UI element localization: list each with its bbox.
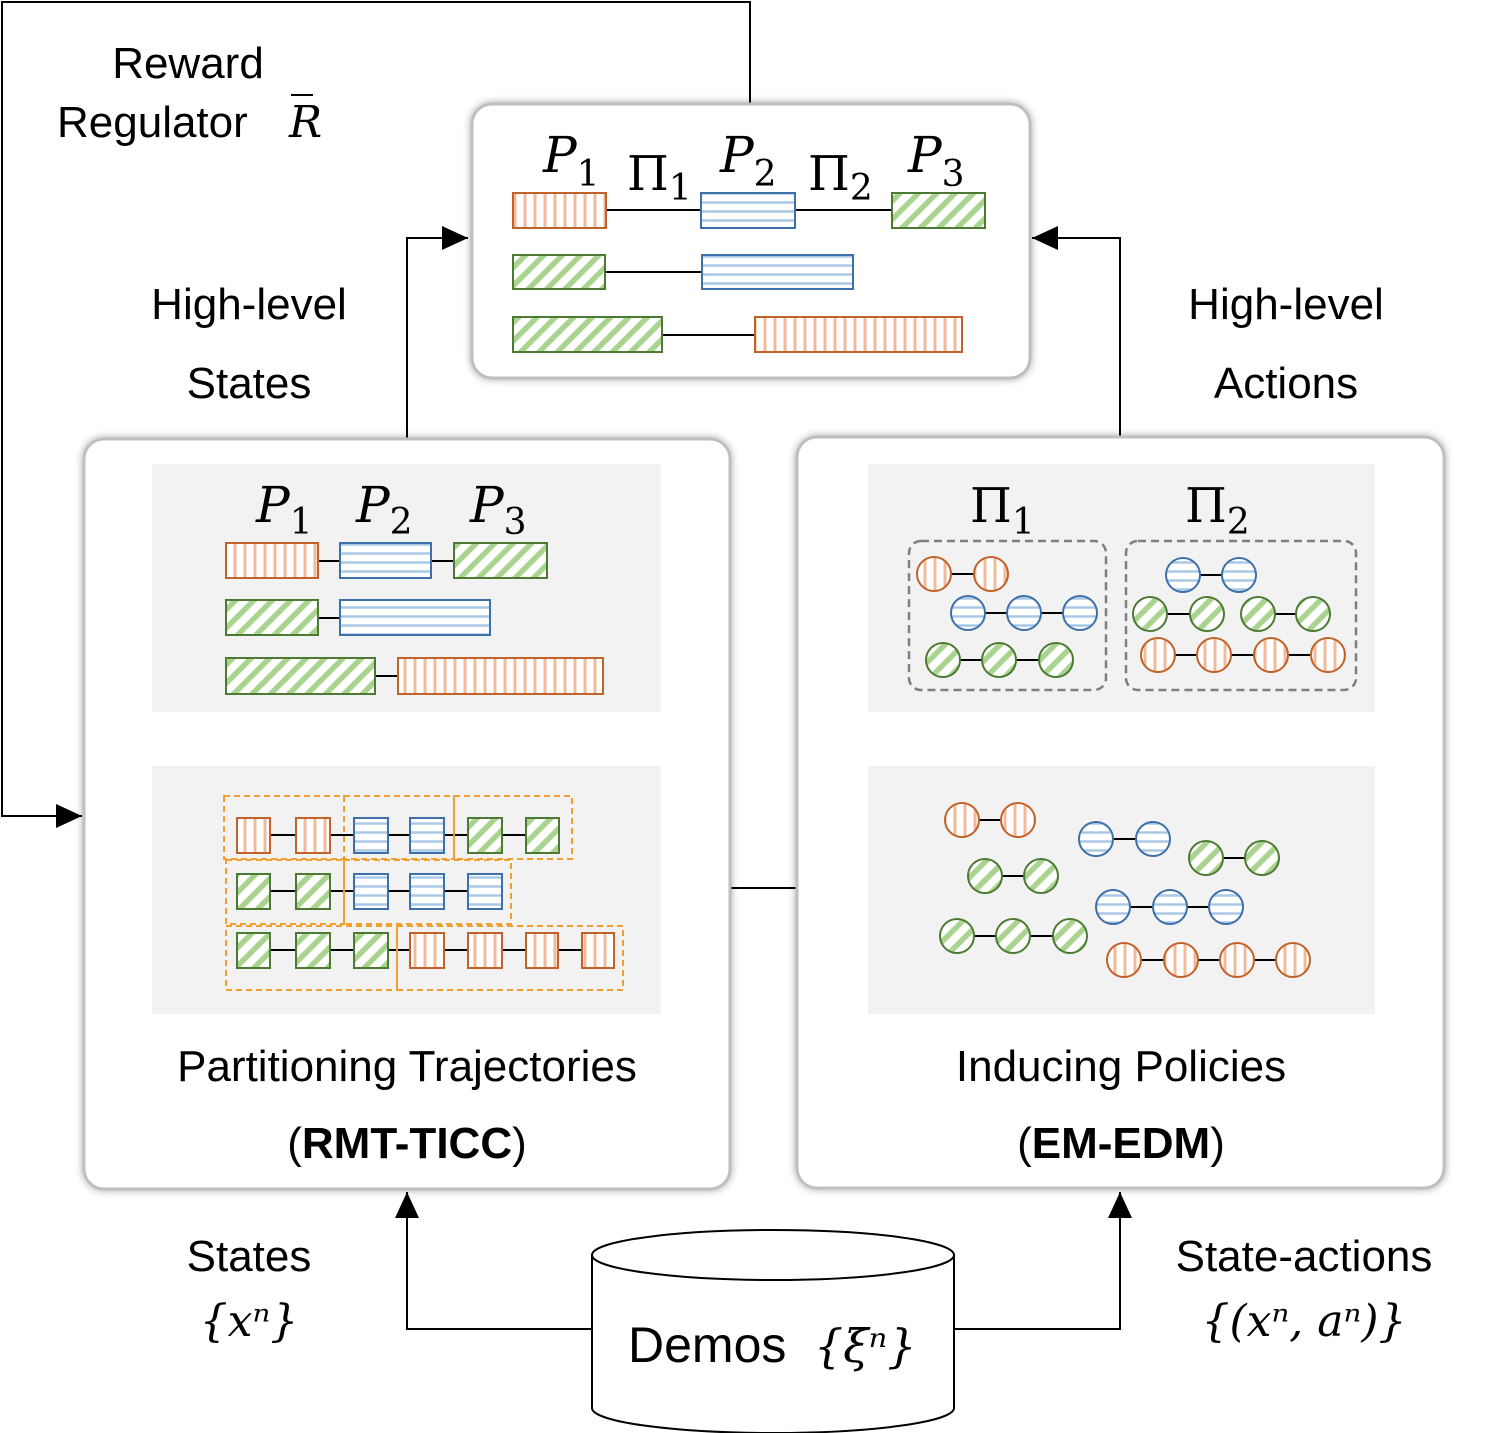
top-pi1-label: Π1 [627, 146, 692, 209]
top-p3-label: P3 [907, 126, 965, 195]
left-seg-r3-p3 [225, 657, 376, 695]
hl-actions-line2: Actions [1214, 359, 1358, 408]
hl-actions-line1: High-level [1188, 280, 1384, 329]
hl-actions-arrow [1032, 226, 1121, 436]
trajectories [223, 795, 624, 991]
inducing-title: Inducing Policies [956, 1042, 1286, 1091]
states-math: {xⁿ} [200, 1296, 299, 1347]
top-p2-label: P2 [719, 126, 777, 195]
reward-label-line1: Reward [112, 39, 264, 88]
top-seg-p1 [512, 192, 607, 229]
reward-loop-line [1, 1, 751, 817]
left-p1-label: P1 [255, 476, 313, 543]
demos-cylinder: Demos {ξⁿ} [591, 1229, 955, 1433]
right-pi2-label: Π2 [1185, 478, 1250, 543]
hl-states-line2: States [187, 359, 312, 408]
top-p1-label: P1 [542, 126, 600, 195]
reward-label-line2: Regulator [57, 98, 248, 147]
pi2-cluster [1124, 539, 1358, 692]
right-pi1-label: Π1 [970, 478, 1035, 543]
partition-title: Partitioning Trajectories [177, 1042, 637, 1091]
reward-symbol: R [288, 94, 322, 148]
left-seg-p3 [453, 542, 548, 579]
hl-states-line1: High-level [151, 280, 347, 329]
stateactions-label: State-actions [1176, 1232, 1433, 1281]
top-seg-r3-p3 [512, 316, 663, 353]
left-seg-p2 [339, 542, 432, 579]
top-seg-r2-p3 [512, 254, 606, 290]
partition-box: P1 P2 P3 [82, 437, 732, 1191]
inducing-method: (EM-EDM) [1017, 1119, 1225, 1168]
demos-to-stateactions-arrow [954, 1192, 1132, 1330]
hl-states-arrow [406, 226, 468, 438]
left-p2-label: P2 [355, 476, 413, 543]
top-seg-p3 [891, 192, 986, 229]
demos-to-states-arrow [395, 1192, 592, 1330]
left-seg-r3-p1 [397, 657, 604, 695]
pi1-cluster [907, 539, 1108, 692]
top-seg-r2-p2 [701, 254, 854, 290]
inducing-box: Π1 Π2 [795, 435, 1446, 1190]
demos-math: {ξⁿ} [814, 1319, 917, 1373]
demos-label: Demos [628, 1317, 786, 1373]
top-phase-box: P1 Π1 P2 Π2 P3 [470, 102, 1032, 380]
left-seg-r2-p3 [225, 599, 319, 636]
partition-method: (RMT-TICC) [287, 1119, 527, 1168]
top-seg-p2 [700, 192, 796, 229]
stateactions-math: {(xⁿ, aⁿ)} [1201, 1296, 1406, 1347]
left-seg-p1 [225, 542, 319, 579]
left-p3-label: P3 [469, 476, 527, 543]
top-seg-r3-p1 [754, 316, 963, 353]
svg-text:R: R [288, 97, 322, 148]
states-label: States [187, 1232, 312, 1281]
left-seg-r2-p2 [339, 599, 491, 636]
top-pi2-label: Π2 [808, 146, 873, 209]
